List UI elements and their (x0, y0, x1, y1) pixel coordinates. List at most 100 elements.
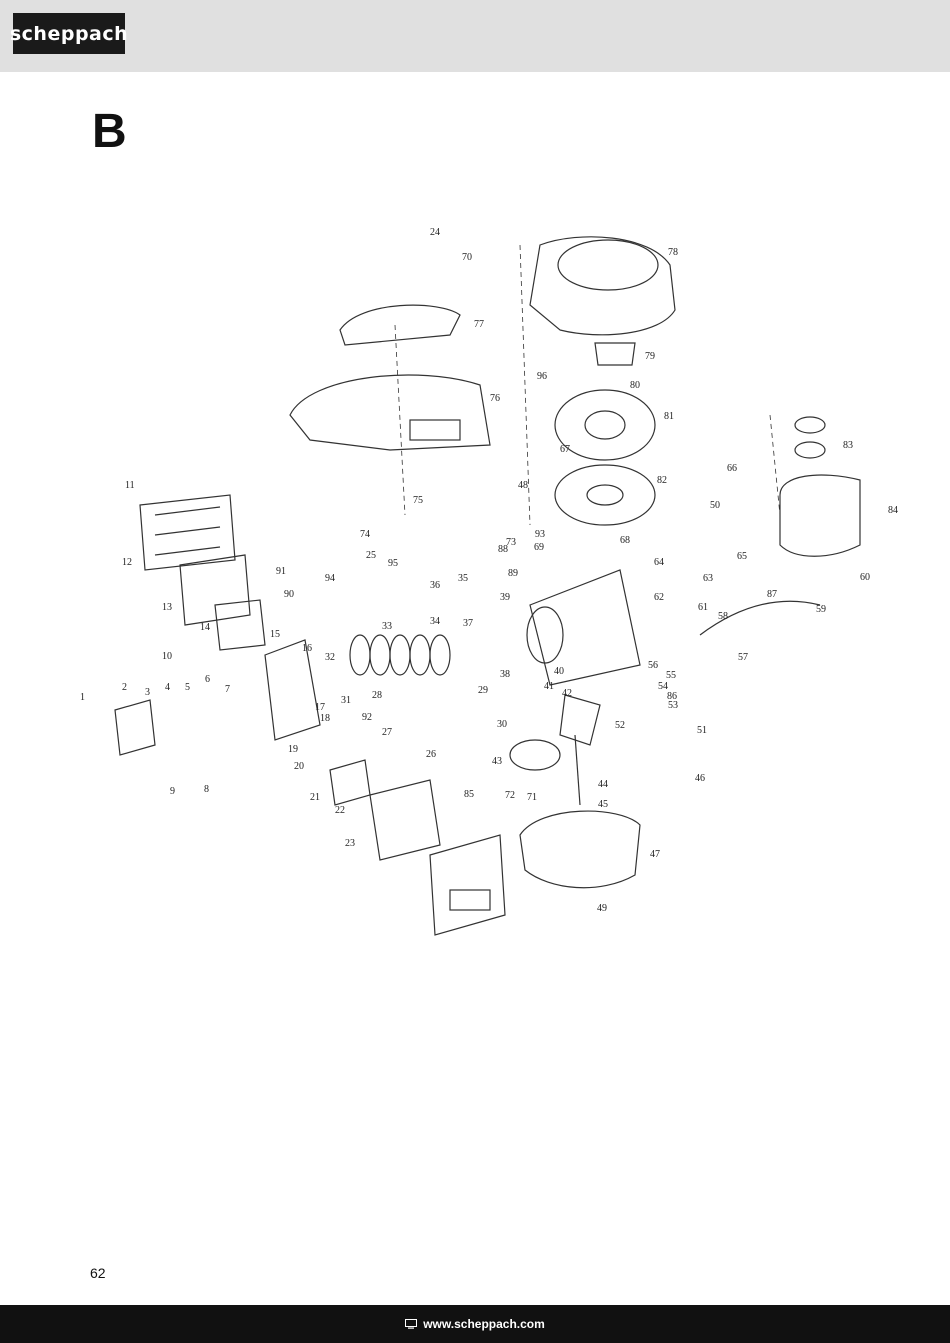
callout-80: 80 (630, 380, 640, 391)
callout-32: 32 (325, 652, 335, 663)
callout-5: 5 (185, 682, 190, 693)
callout-67: 67 (560, 444, 570, 455)
callout-76: 76 (490, 393, 500, 404)
part-air-filter-housing (369, 779, 441, 861)
callout-42: 42 (562, 688, 572, 699)
part-gear (509, 739, 561, 771)
callout-86: 86 (667, 691, 677, 702)
callout-47: 47 (650, 849, 660, 860)
callout-77: 77 (474, 319, 484, 330)
callout-11: 11 (125, 480, 135, 491)
part-gasket (214, 599, 266, 651)
part-starter-housing (289, 374, 491, 451)
callout-41: 41 (544, 681, 554, 692)
callout-36: 36 (430, 580, 440, 591)
monitor-icon (405, 1319, 418, 1329)
callout-34: 34 (430, 616, 440, 627)
callout-6: 6 (205, 674, 210, 685)
callout-90: 90 (284, 589, 294, 600)
part-base (519, 810, 641, 889)
callout-92: 92 (362, 712, 372, 723)
callout-55: 55 (666, 670, 676, 681)
part-crankcase (529, 569, 641, 686)
exploded-view-diagram: 1 2 3 4 5 6 7 8 9 10 11 12 13 14 15 16 1… (60, 215, 910, 975)
callout-33: 33 (382, 621, 392, 632)
callout-78: 78 (668, 247, 678, 258)
callout-48: 48 (518, 480, 528, 491)
callout-63: 63 (703, 573, 713, 584)
callout-10: 10 (162, 651, 172, 662)
callout-54: 54 (658, 681, 668, 692)
callout-22: 22 (335, 805, 345, 816)
callout-51: 51 (697, 725, 707, 736)
page-number: 62 (90, 1265, 106, 1281)
callout-37: 37 (463, 618, 473, 629)
callout-3: 3 (145, 687, 150, 698)
part-valve-cover (114, 699, 156, 756)
website-link[interactable]: www.scheppach.com (423, 1317, 545, 1331)
callout-52: 52 (615, 720, 625, 731)
callout-66: 66 (727, 463, 737, 474)
callout-14: 14 (200, 622, 210, 633)
callout-44: 44 (598, 779, 608, 790)
callout-15: 15 (270, 629, 280, 640)
part-fan (554, 389, 656, 461)
callout-35: 35 (458, 573, 468, 584)
callout-4: 4 (165, 682, 170, 693)
callout-85: 85 (464, 789, 474, 800)
callout-82: 82 (657, 475, 667, 486)
callout-81: 81 (664, 411, 674, 422)
callout-88: 88 (498, 544, 508, 555)
callout-69: 69 (534, 542, 544, 553)
part-exhaust-guard (139, 494, 236, 571)
callout-61: 61 (698, 602, 708, 613)
callout-83: 83 (843, 440, 853, 451)
callout-27: 27 (382, 727, 392, 738)
part-top-cover (339, 304, 461, 346)
part-ring (594, 342, 636, 366)
callout-30: 30 (497, 719, 507, 730)
callout-20: 20 (294, 761, 304, 772)
callout-73: 73 (506, 537, 516, 548)
callout-50: 50 (710, 500, 720, 511)
part-air-filter-cover (429, 834, 506, 936)
callout-18: 18 (320, 713, 330, 724)
part-cylinder-head (264, 639, 321, 741)
page-footer: www.scheppach.com (0, 1305, 950, 1343)
callout-87: 87 (767, 589, 777, 600)
callout-94: 94 (325, 573, 335, 584)
callout-28: 28 (372, 690, 382, 701)
callout-49: 49 (597, 903, 607, 914)
part-carburetor (329, 759, 371, 806)
part-piston-ring (349, 634, 371, 676)
part-flywheel (554, 464, 656, 526)
callout-1: 1 (80, 692, 85, 703)
callout-43: 43 (492, 756, 502, 767)
callout-60: 60 (860, 572, 870, 583)
part-fuel-tank (779, 474, 861, 557)
callout-24: 24 (430, 227, 440, 238)
callout-8: 8 (204, 784, 209, 795)
callout-59: 59 (816, 604, 826, 615)
callout-89: 89 (508, 568, 518, 579)
callout-93: 93 (535, 529, 545, 540)
callout-46: 46 (695, 773, 705, 784)
callout-58: 58 (718, 611, 728, 622)
callout-95: 95 (388, 558, 398, 569)
callout-38: 38 (500, 669, 510, 680)
callout-68: 68 (620, 535, 630, 546)
callout-13: 13 (162, 602, 172, 613)
callout-31: 31 (341, 695, 351, 706)
page-header: scheppach (0, 0, 950, 72)
callout-79: 79 (645, 351, 655, 362)
callout-19: 19 (288, 744, 298, 755)
callout-72: 72 (505, 790, 515, 801)
callout-62: 62 (654, 592, 664, 603)
callout-2: 2 (122, 682, 127, 693)
part-crankshaft (559, 694, 601, 746)
callout-7: 7 (225, 684, 230, 695)
part-shroud (529, 236, 676, 336)
callout-40: 40 (554, 666, 564, 677)
callout-25: 25 (366, 550, 376, 561)
callout-39: 39 (500, 592, 510, 603)
